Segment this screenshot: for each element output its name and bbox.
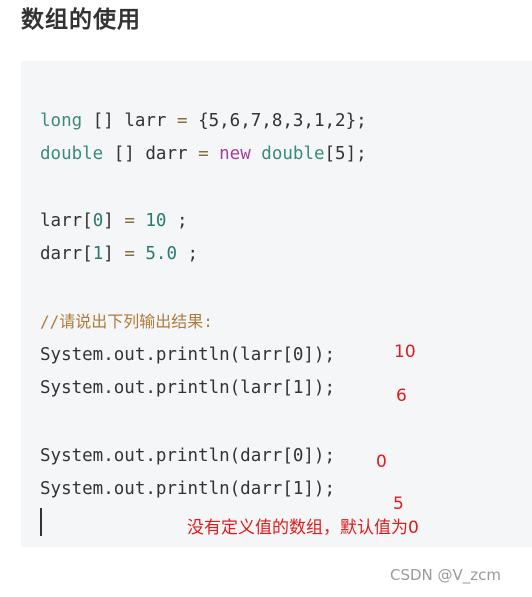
semicolon: ; [166, 211, 188, 231]
variable: larr [124, 111, 167, 131]
array-literal: {5,6,7,8,3,1,2}; [198, 111, 367, 131]
annotation-note: 没有定义值的数组，默认值为0 [187, 518, 419, 538]
print-line-4: System.out.println(darr[1]); [40, 479, 336, 499]
variable: larr[ [40, 211, 93, 231]
variable: darr[ [40, 244, 93, 264]
bracket-close: ] [103, 211, 114, 231]
annotation-larr1: 6 [396, 386, 407, 406]
watermark: CSDN @V_zcm [390, 566, 502, 584]
print-line-3: System.out.println(darr[0]); [40, 446, 336, 466]
semicolon: ; [177, 244, 199, 264]
new-keyword: new [219, 144, 251, 164]
array-size: [5]; [324, 144, 367, 164]
print-line-1: System.out.println(larr[0]); [40, 345, 336, 365]
annotation-larr0: 10 [394, 342, 416, 362]
type-keyword: long [40, 111, 83, 131]
print-line-2: System.out.println(larr[1]); [40, 378, 336, 398]
code-line-1: long [] larr = {5,6,7,8,3,1,2}; [40, 109, 367, 133]
type-keyword: double [40, 144, 104, 164]
code-line-3: larr[0] = 10 ; [40, 209, 188, 233]
code-line-2: double [] darr = new double[5]; [40, 142, 367, 166]
operator: = [113, 211, 146, 231]
operator: = [113, 244, 146, 264]
brackets: [] [82, 111, 125, 131]
operator: = [166, 111, 199, 131]
index: 1 [92, 244, 104, 264]
variable: darr [145, 144, 188, 164]
code-line-4: darr[1] = 5.0 ; [40, 242, 198, 266]
space [251, 144, 262, 164]
code-comment: //请说出下列输出结果: [40, 312, 213, 331]
code-block: long [] larr = {5,6,7,8,3,1,2}; double [… [21, 61, 532, 547]
page-title: 数组的使用 [21, 7, 141, 33]
operator: = [187, 144, 220, 164]
value: 10 [145, 211, 167, 231]
bracket-close: ] [103, 244, 114, 264]
brackets: [] [103, 144, 146, 164]
index: 0 [92, 211, 104, 231]
text-cursor [40, 508, 42, 536]
type-keyword: double [261, 144, 325, 164]
annotation-darr0: 0 [376, 452, 387, 472]
annotation-darr1: 5 [393, 494, 404, 514]
value: 5.0 [145, 244, 177, 264]
